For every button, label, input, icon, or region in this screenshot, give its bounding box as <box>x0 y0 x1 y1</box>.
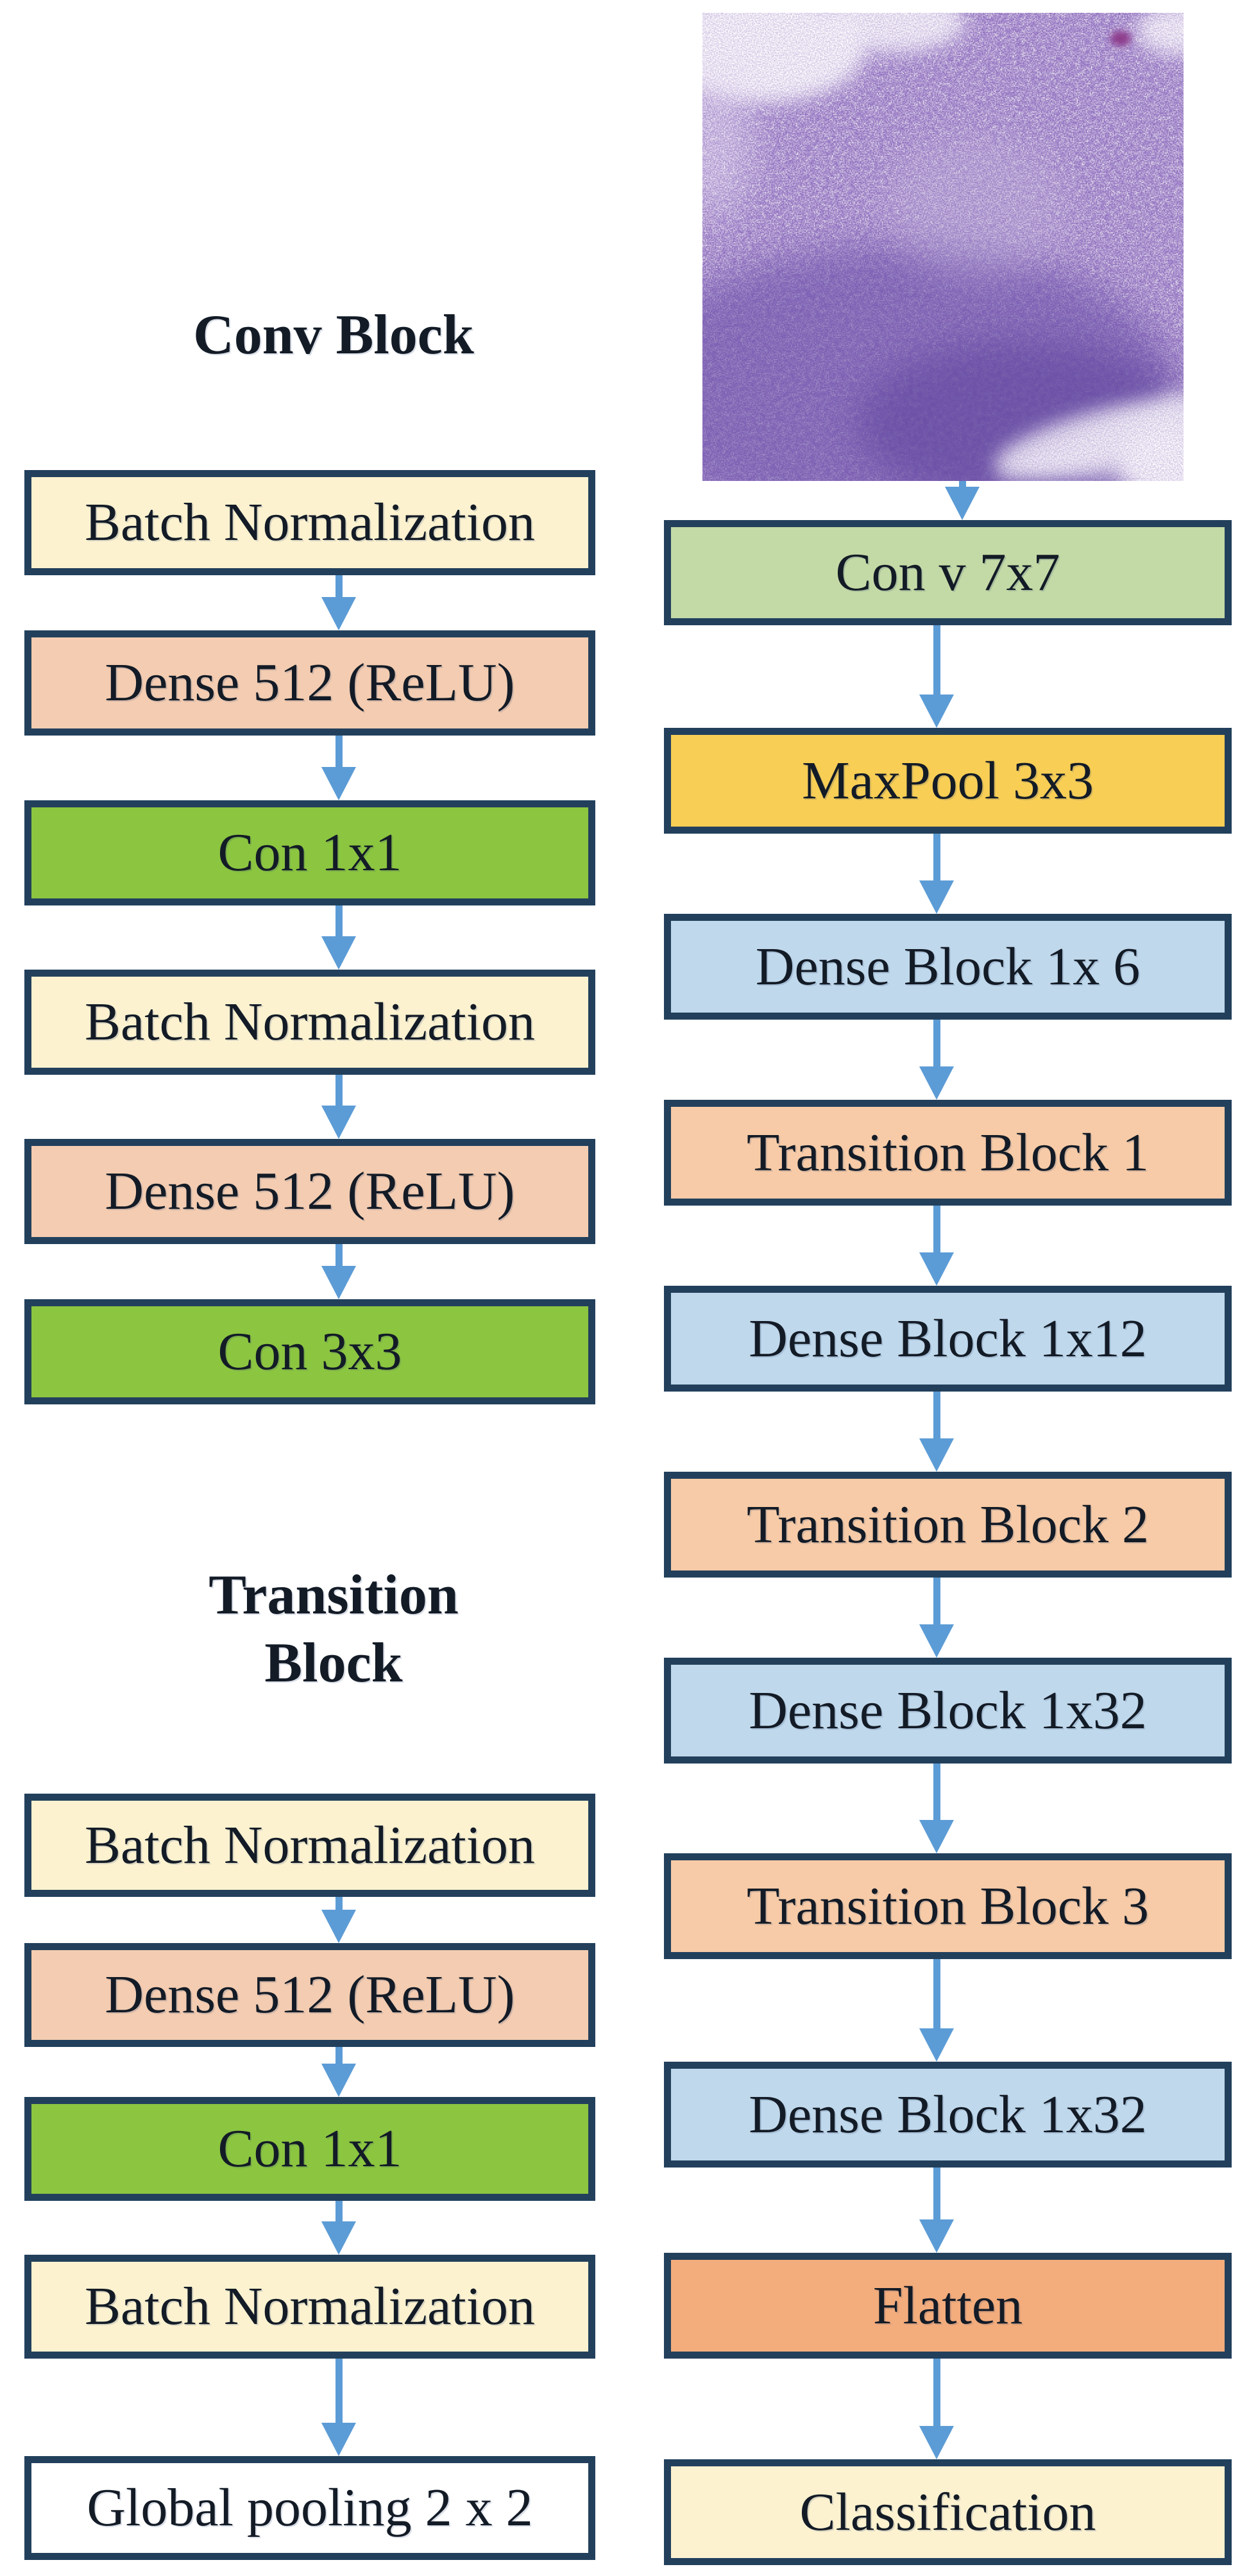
layer-box-dense-512-3: Dense 512 (ReLU) <box>24 1943 595 2047</box>
layer-box-dense-512-1: Dense 512 (ReLU) <box>24 630 595 736</box>
layer-box-dense-block-1x32-b: Dense Block 1x32 <box>664 2062 1232 2168</box>
flow-arrow-down <box>919 2359 955 2459</box>
layer-box-batch-normalization-4: Batch Normalization <box>24 2255 595 2359</box>
flow-arrow-down <box>919 1206 955 1286</box>
layer-box-dense-block-1x12: Dense Block 1x12 <box>664 1286 1232 1392</box>
input-histology-image <box>702 13 1184 481</box>
flow-arrow-down <box>321 575 357 630</box>
transition-block-title: Transition Block <box>38 1562 629 1697</box>
layer-box-transition-block-3: Transition Block 3 <box>664 1853 1232 1959</box>
layer-box-dense-block-1x6: Dense Block 1x 6 <box>664 914 1232 1020</box>
layer-box-maxpool-3x3: MaxPool 3x3 <box>664 728 1232 834</box>
layer-box-conv-7x7: Con v 7x7 <box>664 520 1232 625</box>
layer-box-batch-normalization-2: Batch Normalization <box>24 970 595 1075</box>
layer-box-transition-block-2: Transition Block 2 <box>664 1472 1232 1578</box>
flow-arrow-down <box>321 1897 357 1943</box>
layer-box-batch-normalization-3: Batch Normalization <box>24 1794 595 1897</box>
layer-box-con-1x1-2: Con 1x1 <box>24 2097 595 2201</box>
flow-arrow-down <box>321 2201 357 2255</box>
layer-box-batch-normalization-1: Batch Normalization <box>24 470 595 575</box>
flow-arrow-down <box>919 1764 955 1853</box>
flow-arrow-down <box>321 1075 357 1139</box>
flow-arrow-down <box>944 481 980 520</box>
flow-arrow-down <box>321 736 357 800</box>
flow-arrow-down <box>919 834 955 914</box>
flow-arrow-down <box>919 2168 955 2253</box>
flow-arrow-down <box>919 625 955 728</box>
transition-block-title-line2: Block <box>264 1631 403 1694</box>
conv-block-title: Conv Block <box>193 304 474 366</box>
layer-box-transition-block-1: Transition Block 1 <box>664 1100 1232 1206</box>
flow-arrow-down <box>919 1020 955 1100</box>
flow-arrow-down <box>321 905 357 970</box>
flow-arrow-down <box>919 1392 955 1472</box>
flow-arrow-down <box>919 1578 955 1658</box>
flow-arrow-down <box>321 2047 357 2097</box>
layer-box-classification: Classification <box>664 2459 1232 2565</box>
layer-box-dense-block-1x32-a: Dense Block 1x32 <box>664 1658 1232 1764</box>
layer-box-dense-512-2: Dense 512 (ReLU) <box>24 1139 595 1244</box>
flow-arrow-down <box>919 1959 955 2062</box>
flow-arrow-down <box>321 1244 357 1299</box>
layer-box-flatten: Flatten <box>664 2253 1232 2359</box>
layer-box-con-1x1-1: Con 1x1 <box>24 800 595 905</box>
flow-arrow-down <box>321 2359 357 2456</box>
layer-box-con-3x3: Con 3x3 <box>24 1299 595 1404</box>
transition-block-title-line1: Transition <box>208 1564 459 1626</box>
layer-box-global-pooling: Global pooling 2 x 2 <box>24 2456 595 2560</box>
